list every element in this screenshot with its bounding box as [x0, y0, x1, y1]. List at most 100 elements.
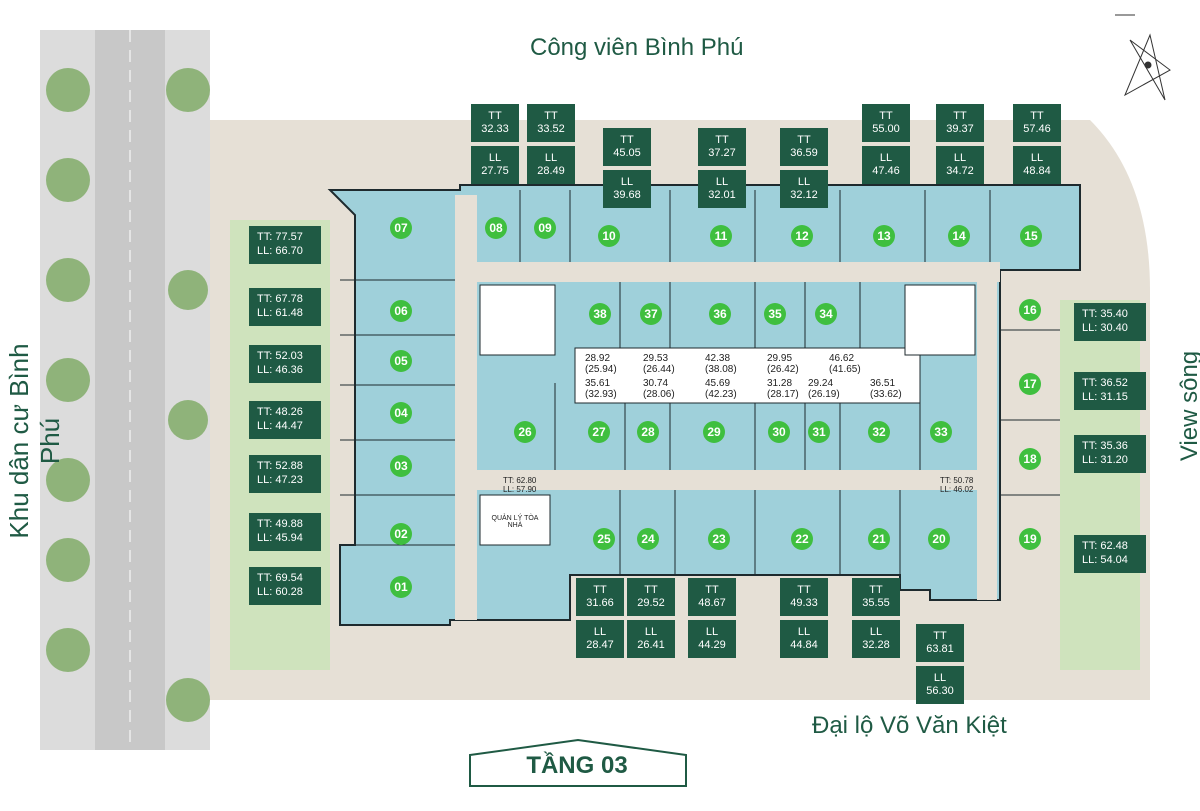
inner-area-row2-10: (26.19)	[808, 389, 840, 400]
tag-tt-value: 32.33	[481, 123, 509, 135]
tag-tt: TT: 52.88	[257, 460, 303, 473]
tag-tt-label: TT	[593, 583, 607, 596]
inner-area-row2-12: (33.62)	[870, 389, 902, 400]
unit-marker-26: 26	[514, 421, 536, 443]
tag-ll: LL: 47.23	[257, 474, 303, 486]
tag-tt: TT: 62.48	[1082, 540, 1128, 553]
tag-ll-value: 27.75	[481, 165, 509, 177]
tag-ll-value: 32.12	[790, 189, 818, 201]
tag-tt-label: TT	[488, 109, 502, 122]
residential-area-label: Khu dân cư Bình Phú	[4, 343, 65, 539]
tag-tt-value: 57.46	[1023, 123, 1051, 135]
corridor-west	[455, 195, 477, 620]
tag-ll: LL: 54.04	[1082, 554, 1128, 566]
boulevard-label: Đại lộ Võ Văn Kiệt	[812, 712, 1007, 739]
unit-33-area-tt: TT: 50.78	[940, 476, 974, 485]
tag-tt-value: 33.52	[537, 123, 565, 135]
tag-tt: TT: 52.03	[257, 350, 303, 363]
tag-tt: TT: 48.26	[257, 406, 303, 419]
tag-ll: LL: 66.70	[257, 245, 303, 257]
tag-tt-value: 49.33	[790, 597, 818, 609]
unit-26-area-tt: TT: 62.80	[503, 476, 537, 485]
tag-ll: LL: 61.48	[257, 307, 303, 319]
tag-tt-value: 45.05	[613, 147, 641, 159]
inner-area-row1-1: 28.92	[585, 353, 611, 364]
inner-area-row1-3: 29.53	[643, 353, 669, 364]
unit-marker-23: 23	[708, 528, 730, 550]
tag-tt-label: TT	[953, 109, 967, 122]
inner-area-row2-6: (42.23)	[705, 389, 737, 400]
unit-marker-35: 35	[764, 303, 786, 325]
unit-marker-31: 31	[808, 421, 830, 443]
tag-tt-label: TT	[797, 583, 811, 596]
tag-tt: TT: 35.36	[1082, 440, 1128, 453]
tag-ll-label: LL	[715, 175, 729, 188]
inner-area-row2-2: (32.93)	[585, 389, 617, 400]
unit-26-area-ll: LL: 57.90	[503, 485, 537, 494]
tag-tt: TT: 67.78	[257, 293, 303, 306]
inner-court	[574, 347, 921, 404]
tag-tt: TT: 69.54	[257, 572, 303, 585]
inner-area-row1-4: (26.44)	[643, 364, 675, 375]
unit-marker-20: 20	[928, 528, 950, 550]
tag-ll: LL: 45.94	[257, 532, 303, 544]
inner-area-row1-5: 42.38	[705, 353, 731, 364]
tag-ll: LL: 44.47	[257, 420, 303, 432]
tag-tt: TT: 49.88	[257, 518, 303, 531]
tag-tt-label: TT	[933, 629, 947, 642]
tag-tt-value: 63.81	[926, 643, 954, 655]
inner-area-row2-7: 31.28	[767, 378, 793, 389]
corridor-north	[460, 262, 1000, 282]
tag-tt-value: 36.59	[790, 147, 818, 159]
tag-ll-value: 34.72	[946, 165, 974, 177]
tag-ll-label: LL	[933, 671, 947, 684]
tag-ll-value: 56.30	[926, 685, 954, 697]
tag-ll: LL: 31.20	[1082, 454, 1128, 466]
tag-ll-label: LL	[869, 625, 883, 638]
unit-marker-30: 30	[768, 421, 790, 443]
unit-walls	[340, 190, 1060, 575]
unit-marker-03: 03	[390, 455, 412, 477]
tag-ll: LL: 46.36	[257, 364, 303, 376]
unit-marker-01: 01	[390, 576, 412, 598]
unit-marker-11: 11	[710, 225, 732, 247]
tag-ll-value: 47.46	[872, 165, 900, 177]
tag-tt-label: TT	[879, 109, 893, 122]
unit-marker-17: 17	[1019, 373, 1041, 395]
park-label: Công viên Bình Phú	[530, 34, 744, 61]
inner-area-row1-6: (38.08)	[705, 364, 737, 375]
tag-tt: TT: 36.52	[1082, 377, 1128, 390]
tag-tt-label: TT	[715, 133, 729, 146]
tag-tt-value: 39.37	[946, 123, 974, 135]
unit-33-area-ll: LL: 46.02	[940, 485, 974, 494]
tag-ll-value: 32.01	[708, 189, 736, 201]
unit-marker-25: 25	[593, 528, 615, 550]
tag-tt-label: TT	[620, 133, 634, 146]
unit-marker-13: 13	[873, 225, 895, 247]
tag-tt-value: 55.00	[872, 123, 900, 135]
inner-area-row1-10: (41.65)	[829, 364, 861, 375]
tag-tt: TT: 77.57	[257, 231, 303, 244]
